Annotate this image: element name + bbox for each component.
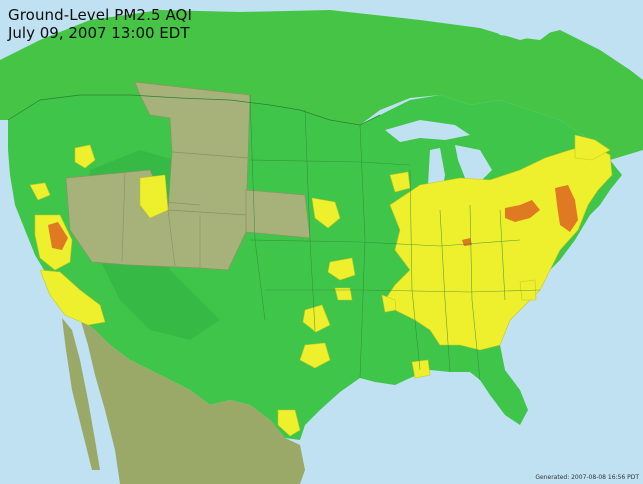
map-timestamp: July 09, 2007 13:00 EDT — [8, 24, 190, 42]
moderate-fl — [519, 279, 537, 301]
moderate-texas-1 — [302, 304, 331, 333]
generated-stamp: Generated: 2007-08-08 16:56 PDT — [535, 474, 639, 481]
no-data-montana — [134, 81, 251, 159]
moderate-plains-2 — [334, 287, 353, 301]
usg-mid-atlantic — [555, 185, 578, 232]
state-boundaries — [249, 94, 541, 381]
mexico-land — [80, 318, 305, 484]
usg-ohio-pa — [505, 200, 540, 222]
canada-land — [0, 10, 643, 160]
baja-california — [62, 318, 100, 470]
moderate-oregon — [74, 144, 96, 169]
moderate-texas-2 — [299, 342, 331, 369]
map-title: Ground-Level PM2.5 AQI — [8, 6, 192, 24]
moderate-gulf — [411, 359, 431, 379]
usg-ca — [48, 222, 68, 250]
no-data-nebraska-kansas — [245, 189, 311, 239]
moderate-ne — [574, 134, 611, 161]
moderate-ca-south — [39, 269, 106, 326]
moderate-aqi-regions — [29, 134, 613, 437]
moderate-plains-1 — [327, 257, 356, 281]
moderate-kansas — [311, 197, 341, 229]
lake-huron — [455, 145, 492, 182]
usg-aqi-regions — [48, 185, 578, 250]
moderate-tx-south — [277, 409, 301, 437]
moderate-idaho — [139, 174, 169, 219]
canada-border — [7, 94, 381, 126]
lake-superior — [385, 120, 470, 142]
moderate-nw — [29, 182, 51, 201]
moderate-ozark — [381, 294, 397, 313]
hudson-bay-part — [470, 5, 560, 40]
no-data-wyoming — [167, 151, 249, 216]
